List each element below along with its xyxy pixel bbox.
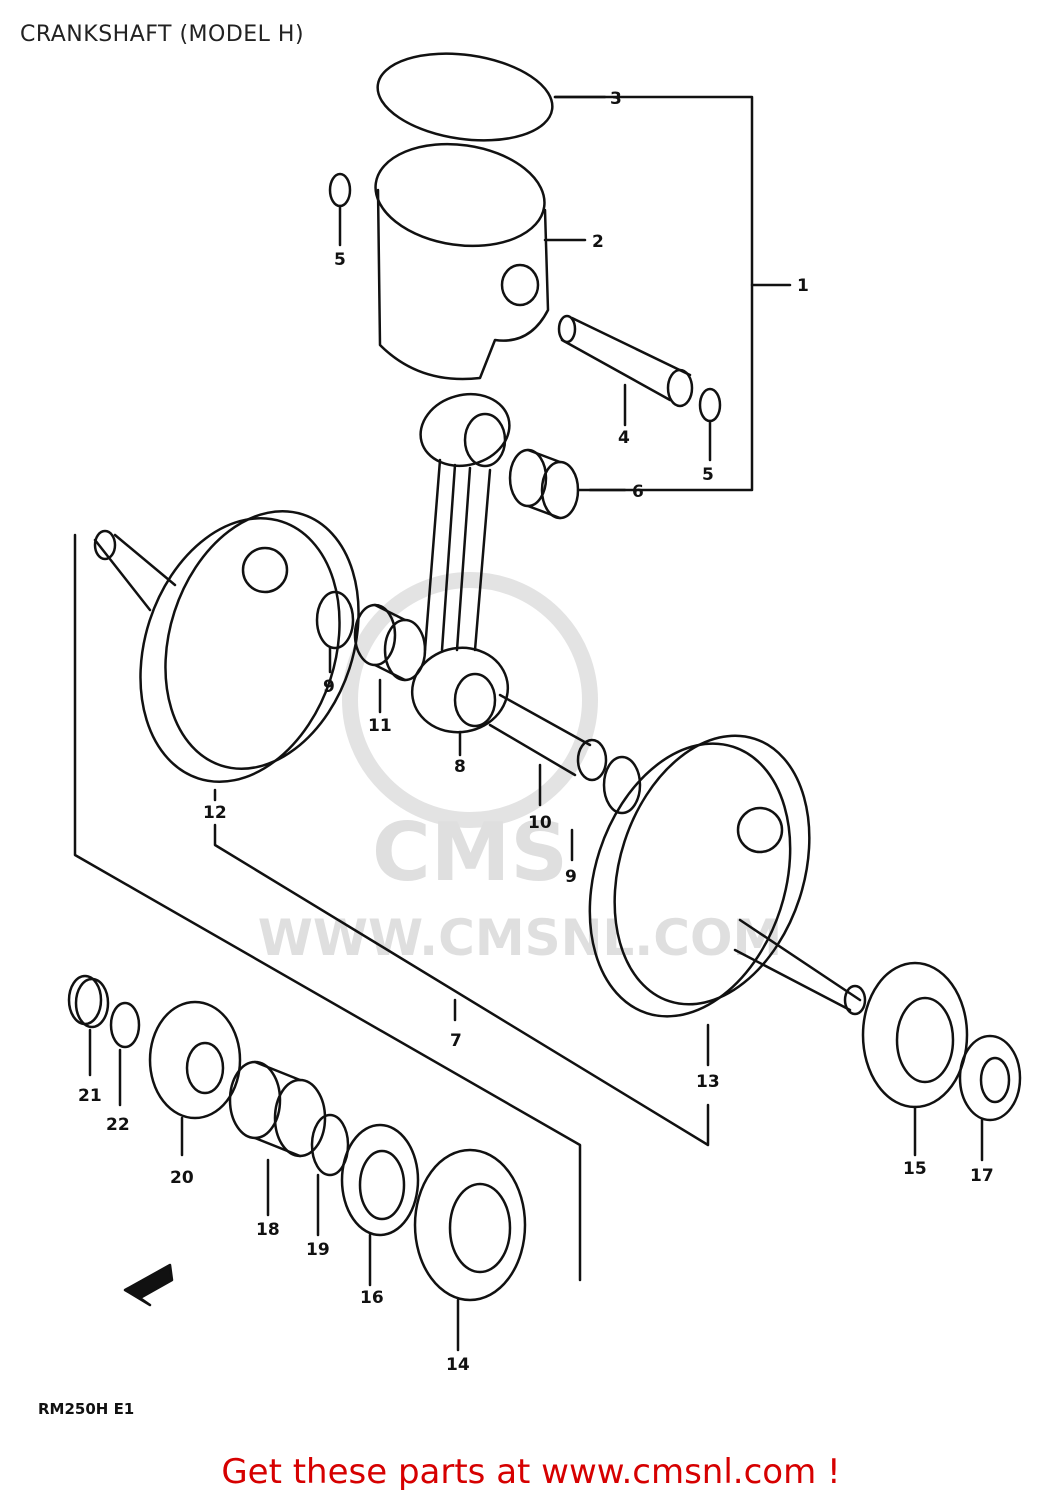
model-code: RM250H E1 [38, 1400, 134, 1418]
bracket-piston-assembly [553, 95, 754, 492]
bracket-crankshaft-assembly [73, 533, 710, 1282]
callout-20: 20 [170, 1168, 194, 1188]
callout-18: 18 [256, 1220, 280, 1240]
big-end-bearing [353, 603, 427, 682]
watermark-emblem [342, 572, 598, 828]
oil-seal-left [340, 1123, 420, 1237]
callout-labels: 1 2 3 4 5 5 6 7 8 9 9 10 11 12 13 14 15 … [38, 89, 994, 1418]
thrust-washer-right [602, 755, 642, 815]
callout-4: 4 [618, 428, 630, 448]
callout-2: 2 [592, 232, 604, 252]
callout-9-right: 9 [565, 867, 577, 887]
callout-21: 21 [78, 1086, 102, 1106]
callout-14: 14 [446, 1355, 470, 1375]
piston [374, 142, 550, 381]
spacer [228, 1060, 327, 1158]
crankshaft-bearing-left [413, 1148, 527, 1302]
piston-pin-clip-left [328, 172, 352, 208]
small-end-bearing [508, 448, 580, 520]
callout-12: 12 [203, 803, 227, 823]
crankshaft-right [588, 734, 867, 1018]
callout-17: 17 [970, 1166, 994, 1186]
thrust-washer-left [315, 590, 355, 650]
callout-11: 11 [368, 716, 392, 736]
oil-seal-right [958, 1034, 1022, 1122]
crankshaft-left [93, 510, 360, 783]
primary-drive-nut [67, 974, 110, 1029]
callout-5-left: 5 [334, 250, 346, 270]
primary-drive-gear [148, 1000, 242, 1120]
callout-3: 3 [610, 89, 622, 109]
callout-9-left: 9 [323, 677, 335, 697]
o-ring [310, 1113, 350, 1177]
callout-5-right: 5 [702, 465, 714, 485]
callout-8: 8 [454, 757, 466, 777]
piston-pin [557, 314, 694, 408]
callout-6: 6 [632, 482, 644, 502]
watermark: CMS WWW.CMSNL.COM [258, 572, 783, 967]
crank-pin [488, 693, 608, 782]
callout-19: 19 [306, 1240, 330, 1260]
watermark-url: WWW.CMSNL.COM [258, 909, 783, 967]
get-parts-link[interactable]: Get these parts at www.cmsnl.com ! [221, 1452, 841, 1492]
piston-pin-clip-right [698, 387, 722, 423]
lock-washer [109, 1001, 141, 1049]
crankshaft-bearing-right [861, 961, 969, 1109]
watermark-brand: CMS [372, 806, 568, 899]
page-title: CRANKSHAFT (MODEL H) [20, 22, 305, 47]
callout-15: 15 [903, 1159, 927, 1179]
piston-ring [376, 52, 554, 142]
callout-7: 7 [450, 1031, 462, 1051]
callout-13: 13 [696, 1072, 720, 1092]
callout-10: 10 [528, 813, 552, 833]
callout-1: 1 [797, 276, 809, 296]
callout-16: 16 [360, 1288, 384, 1308]
callout-22: 22 [106, 1115, 130, 1135]
front-direction-arrow [123, 1263, 174, 1307]
connecting-rod [410, 392, 511, 734]
